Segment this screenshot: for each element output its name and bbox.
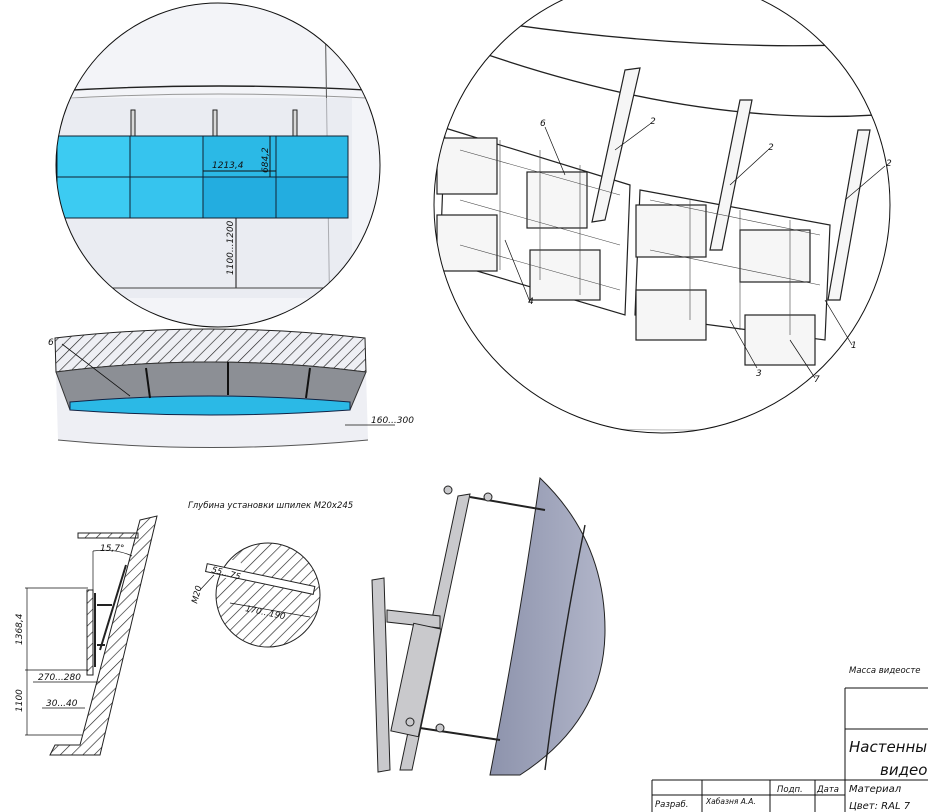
section-view: Глубина установки шпилек М20х245 15,7° 1… — [15, 501, 353, 756]
row-developer-label: Разраб. — [655, 800, 688, 810]
iso-callout-3: 3 — [756, 369, 762, 379]
iso-callout-6: 6 — [540, 119, 546, 129]
stud-detail: М20 55...75 170...190 — [190, 542, 321, 648]
dim-mount-height: 1100...1200 — [226, 220, 236, 275]
iso-callout-7: 7 — [814, 375, 820, 385]
iso-callout-2a: 2 — [650, 117, 656, 127]
dim-floor: 1100 — [15, 689, 25, 712]
video-wall-panels — [56, 135, 349, 219]
dim-panel-width: 1213,4 — [212, 161, 244, 171]
detail-stud-size: М20 — [190, 585, 204, 605]
iso-callout-2c: 2 — [886, 159, 892, 169]
iso-callout-1: 1 — [851, 341, 857, 351]
isometric-detail: 6 2 2 2 4 3 7 1 — [433, 0, 892, 434]
mass-label: Масса видеосте — [849, 666, 921, 676]
plan-view: 6 160...300 — [48, 328, 414, 448]
dim-offset: 270...280 — [38, 673, 81, 683]
front-view-detail: 1213,4 684,2 1100...1200 — [55, 2, 381, 328]
developer-name: Хабазня А.А. — [705, 797, 756, 806]
dim-panel-height: 684,2 — [261, 147, 271, 173]
color-label: Цвет: RAL 7 — [849, 801, 911, 812]
dim-gap: 30...40 — [46, 699, 78, 709]
col-date: Дата — [816, 785, 839, 795]
title-line-2: видео — [880, 761, 927, 779]
section-caption: Глубина установки шпилек М20х245 — [188, 501, 353, 511]
title-block — [651, 687, 928, 812]
dim-angle: 15,7° — [100, 544, 125, 554]
material-label: Материал — [849, 784, 902, 795]
plan-callout-6: 6 — [48, 338, 54, 348]
dim-height: 1368,4 — [15, 613, 25, 645]
title-line-1: Настенны — [849, 738, 927, 756]
dim-depth: 160...300 — [371, 416, 414, 426]
bracket-view — [371, 476, 606, 776]
iso-callout-4: 4 — [528, 297, 534, 307]
iso-callout-2b: 2 — [768, 143, 774, 153]
col-sign: Подп. — [777, 785, 803, 795]
